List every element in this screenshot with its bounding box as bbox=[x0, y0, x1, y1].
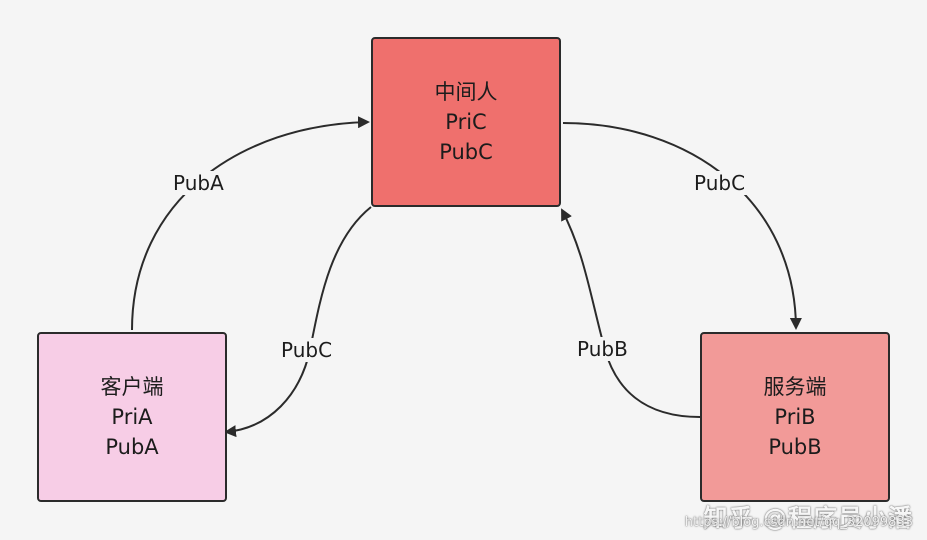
node-client-name: 客户端 bbox=[100, 375, 164, 399]
node-server: 服务端 PriB PubB bbox=[700, 332, 890, 502]
edge-mitm-to-client bbox=[224, 206, 372, 438]
edge-server-to-mitm bbox=[561, 208, 701, 418]
watermark-text: 知乎 @程序员小潘 bbox=[703, 504, 913, 532]
node-server-public-key: PubB bbox=[768, 435, 822, 459]
node-server-private-key: PriB bbox=[774, 405, 816, 429]
node-mitm: 中间人 PriC PubC bbox=[371, 37, 561, 207]
node-mitm-public-key: PubC bbox=[439, 140, 493, 164]
node-client: 客户端 PriA PubA bbox=[37, 332, 227, 502]
watermark-url: https://blog.csdn.net/qq_32099833 bbox=[684, 515, 913, 530]
node-client-private-key: PriA bbox=[111, 405, 153, 429]
edge-mitm-to-server bbox=[562, 122, 802, 330]
node-mitm-name: 中间人 bbox=[434, 80, 498, 104]
edge-label-mitm-to-client: PubC bbox=[279, 338, 335, 362]
node-mitm-private-key: PriC bbox=[445, 110, 487, 134]
edge-label-mitm-to-server: PubC bbox=[692, 171, 748, 195]
watermark: 知乎 @程序员小潘 https://blog.csdn.net/qq_32099… bbox=[685, 504, 913, 532]
edge-label-client-to-mitm: PubA bbox=[171, 171, 226, 195]
node-server-name: 服务端 bbox=[763, 375, 827, 399]
edge-label-server-to-mitm: PubB bbox=[575, 337, 630, 361]
edge-client-to-mitm bbox=[131, 116, 370, 331]
node-client-public-key: PubA bbox=[105, 435, 159, 459]
